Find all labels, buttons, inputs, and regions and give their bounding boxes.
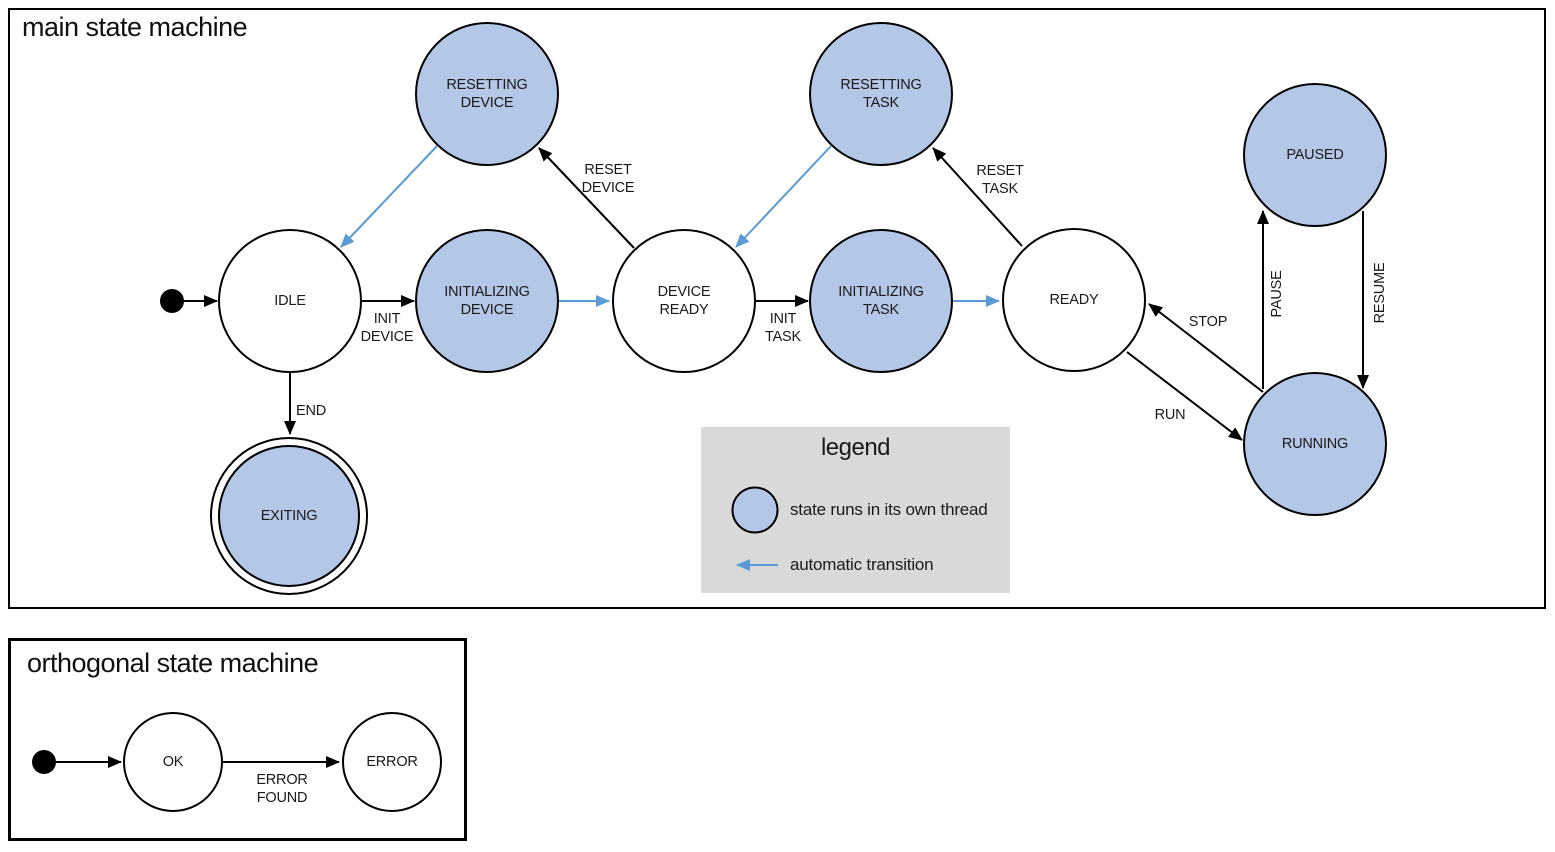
transition-label-stop: STOP	[1188, 313, 1228, 330]
legend-title: legend	[820, 434, 891, 461]
edge-ready-to-running-run	[1126, 351, 1243, 441]
edge-ready-to-resetting-task	[932, 147, 1023, 247]
edge-resetting-device-to-idle-auto	[340, 145, 438, 248]
state-label: ERROR	[366, 753, 418, 770]
state-ok: OK	[123, 712, 223, 812]
transition-label-reset-device: RESET DEVICE	[581, 161, 635, 196]
state-resetting-device: RESETTING DEVICE	[415, 22, 559, 166]
legend-threaded-label: state runs in its own thread	[790, 500, 988, 519]
legend-auto-transition-label: automatic transition	[790, 555, 934, 574]
state-label: PAUSED	[1286, 146, 1344, 163]
state-ready: READY	[1002, 228, 1146, 372]
state-label: INITIALIZING DEVICE	[444, 283, 530, 318]
exiting-inner-circle: EXITING	[218, 445, 360, 587]
state-running: RUNNING	[1243, 372, 1387, 516]
transition-label-reset-task: RESET TASK	[976, 162, 1024, 197]
transition-label-run: RUN	[1154, 406, 1186, 423]
transition-label-pause: PAUSE	[1268, 270, 1285, 318]
state-label: DEVICE READY	[657, 283, 711, 318]
edge-running-to-ready-stop	[1148, 303, 1264, 393]
state-resetting-task: RESETTING TASK	[809, 22, 953, 166]
transition-label-init-task: INIT TASK	[765, 310, 801, 345]
transition-label-init-device: INIT DEVICE	[360, 310, 414, 345]
state-label: IDLE	[274, 292, 306, 309]
initial-state-dot-orthogonal	[32, 750, 56, 774]
state-device-ready: DEVICE READY	[612, 229, 756, 373]
state-paused: PAUSED	[1243, 83, 1387, 227]
initial-state-dot-main	[160, 289, 184, 313]
state-label: RESETTING DEVICE	[446, 76, 528, 111]
edge-device-ready-to-resetting-device	[538, 147, 635, 249]
state-initializing-task: INITIALIZING TASK	[809, 229, 953, 373]
state-error: ERROR	[342, 712, 442, 812]
state-exiting-final: EXITING	[210, 437, 368, 595]
main-diagram-title: main state machine	[22, 12, 248, 42]
state-label: EXITING	[260, 507, 318, 524]
state-label: INITIALIZING TASK	[838, 283, 924, 318]
state-label: RUNNING	[1281, 435, 1349, 452]
edge-resetting-task-to-device-ready-auto	[735, 145, 832, 248]
threaded-state-swatch	[731, 486, 779, 534]
state-label: RESETTING TASK	[840, 76, 922, 111]
transition-label-resume: RESUME	[1371, 262, 1388, 324]
state-label: OK	[162, 753, 184, 770]
transition-label-end: END	[295, 402, 327, 419]
state-idle: IDLE	[218, 229, 362, 373]
state-initializing-device: INITIALIZING DEVICE	[415, 229, 559, 373]
orthogonal-diagram-title: orthogonal state machine	[27, 648, 319, 678]
state-label: READY	[1049, 291, 1099, 308]
transition-label-error-found: ERROR FOUND	[256, 771, 308, 806]
